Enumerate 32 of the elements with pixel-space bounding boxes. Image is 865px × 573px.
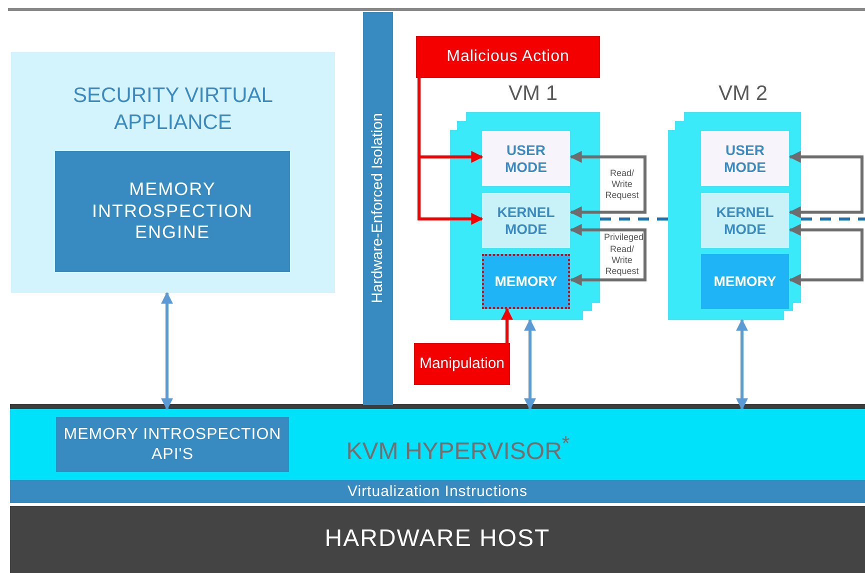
heading: VM 2 xyxy=(717,81,768,107)
arrow xyxy=(501,308,513,343)
dashed-line xyxy=(600,218,668,220)
heading: KVM HYPERVISOR$^{*}$ xyxy=(345,432,571,467)
api-box: MEMORY INTROSPECTION API'S xyxy=(56,417,289,472)
heading: SECURITY VIRTUAL APPLIANCE xyxy=(72,83,274,136)
isolation-bar xyxy=(363,12,393,405)
virtualization-band: Virtualization Instructions xyxy=(10,480,865,503)
memory-box: MEMORY xyxy=(482,254,570,309)
isolation-label: Hardware-Enforced Isolation xyxy=(369,113,387,304)
hypervisor-band xyxy=(10,409,865,480)
arrow xyxy=(418,78,484,225)
bracket-arrow xyxy=(788,224,864,286)
appliance-panel xyxy=(11,52,335,293)
user-mode-box: USER MODE xyxy=(701,131,789,186)
bracket-arrow xyxy=(788,150,864,218)
malicious-action-box: Malicious Action xyxy=(416,36,600,78)
manipulation-box: Manipulation xyxy=(414,343,510,385)
memory-box: MEMORY xyxy=(701,254,789,309)
dashed-line xyxy=(801,218,865,220)
heading: VM 1 xyxy=(507,81,558,107)
double-arrow xyxy=(736,318,748,410)
double-arrow xyxy=(161,292,173,410)
bracket-arrow xyxy=(570,150,646,218)
double-arrow xyxy=(524,318,536,410)
edge-label: Read/ Write Request xyxy=(604,168,640,202)
hardware-host-band: HARDWARE HOST xyxy=(10,506,865,573)
kernel-mode-box: KERNEL MODE xyxy=(482,193,570,248)
kernel-mode-box: KERNEL MODE xyxy=(701,193,789,248)
engine-box: MEMORY INTROSPECTION ENGINE xyxy=(55,151,290,272)
user-mode-box: USER MODE xyxy=(482,131,570,186)
bracket-arrow xyxy=(570,224,646,286)
